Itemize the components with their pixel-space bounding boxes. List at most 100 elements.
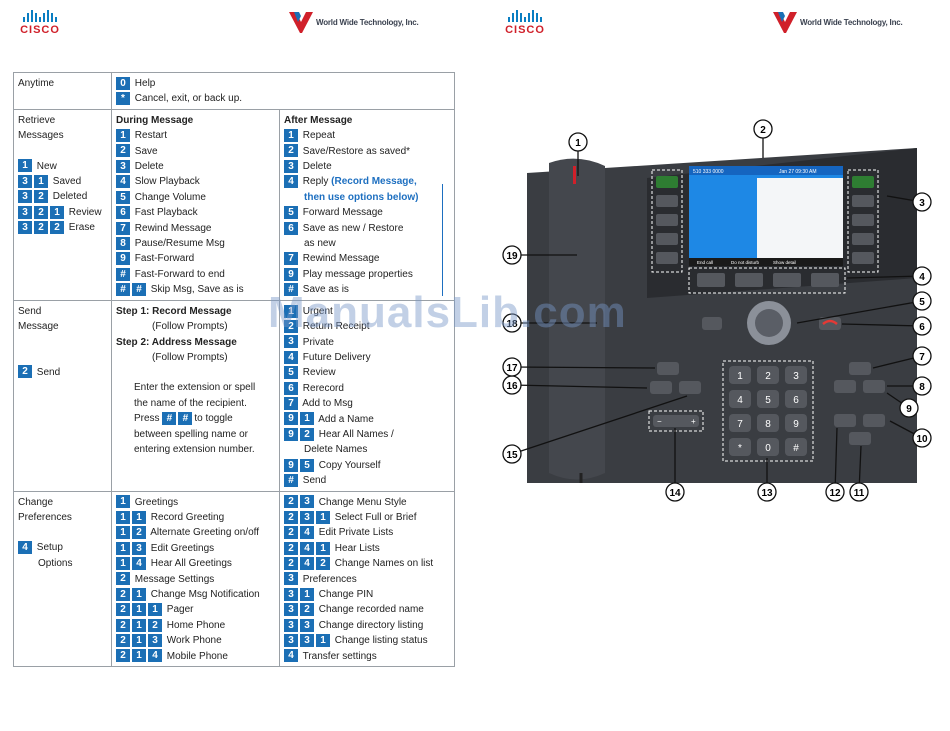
send-after-item: 1 Urgent	[284, 304, 451, 319]
svg-text:4: 4	[919, 272, 925, 283]
step1-title: Step 1: Record Message	[116, 305, 232, 317]
retrieve-option-label: Review	[68, 206, 102, 218]
key-3: 3	[18, 221, 32, 235]
during-item: 8 Pause/Resume Msg	[116, 236, 276, 251]
key-3: 3	[284, 587, 298, 601]
reply-note: (Record Message,	[328, 176, 417, 188]
line-key	[656, 214, 678, 226]
during-label: Fast-Forward to end	[134, 268, 225, 280]
speaker-button	[863, 414, 885, 427]
key-3: 3	[284, 572, 298, 586]
key-7: 7	[284, 252, 298, 266]
retrieve-option-item: 1 New	[18, 159, 108, 174]
line-keys-right	[847, 169, 879, 273]
prefs-label-cell: Change Preferences 4 Setup Options	[13, 490, 112, 668]
back-button	[702, 317, 722, 330]
during-label: Fast Playback	[134, 207, 198, 219]
send-after-label: Private	[302, 336, 334, 348]
key-1: 1	[132, 618, 146, 632]
during-item: 1 Restart	[116, 128, 276, 143]
keypad-key: #	[785, 438, 807, 456]
key-7: 7	[284, 396, 298, 410]
key-2: 2	[284, 319, 298, 333]
prefs-left-item: 2 Message Settings	[116, 572, 276, 587]
cisco-8800-phone-illustration: 510 333 0000 Jan 27 09:30 AM End call Do…	[502, 119, 932, 502]
send-option: 2 Send	[18, 365, 108, 380]
wwt-name-right: World Wide Technology, Inc.	[800, 17, 903, 27]
callout-5	[912, 291, 932, 311]
retrieve-option-label: Erase	[68, 222, 95, 234]
key-3: 3	[18, 190, 32, 204]
key-4: 4	[300, 557, 314, 571]
key-1: 1	[316, 541, 330, 555]
prefs-right-item: 4 Transfer settings	[284, 649, 451, 664]
instr-line-3: Press ##to toggle	[134, 411, 276, 426]
after-label: Save as new / Restore	[302, 222, 404, 234]
key-1: 1	[132, 603, 146, 617]
keypad-key: 6	[785, 390, 807, 408]
transfer-button	[834, 380, 856, 393]
key-2: 2	[284, 144, 298, 158]
cisco-logo: CISCO	[14, 10, 66, 38]
volume-button	[653, 415, 699, 427]
during-label: Save	[134, 145, 158, 157]
instr-line-2: the name of the recipient.	[134, 397, 247, 409]
prefs-option-label: Setup	[36, 542, 63, 554]
key-2: 2	[148, 618, 162, 632]
key-6: 6	[116, 206, 130, 220]
line-keys-left	[651, 169, 683, 273]
svg-text:6: 6	[919, 322, 925, 333]
prefs-right-item: 3 Preferences	[284, 572, 451, 587]
line-key	[656, 252, 678, 264]
instr-line-1: Enter the extension or spell	[134, 382, 256, 394]
after-item: 6 Save as new / Restore	[284, 221, 451, 236]
prefs-row: Change Preferences 4 Setup Options 1 Gre…	[13, 490, 455, 668]
key-2: 2	[34, 221, 48, 235]
headset-button	[834, 414, 856, 427]
anytime-label: Anytime	[13, 72, 112, 110]
prefs-left-item: 1 Greetings	[116, 495, 276, 510]
after-item: 3 Delete	[284, 159, 451, 174]
callout-7	[912, 346, 932, 366]
callout-17	[502, 357, 522, 377]
key-3: 3	[284, 634, 298, 648]
send-after-label: Hear All Names /	[318, 428, 394, 440]
key-3: 3	[300, 495, 314, 509]
prefs-left-label: Hear All Greetings	[150, 558, 232, 570]
key-5: 5	[284, 366, 298, 380]
key-3: 3	[132, 541, 146, 555]
mwi-light	[573, 166, 576, 184]
key-9: 9	[284, 458, 298, 472]
key-3: 3	[284, 159, 298, 173]
key-2: 2	[116, 144, 130, 158]
key-1: 1	[116, 495, 130, 509]
mute-button	[849, 432, 871, 445]
instr-line-4: between spelling name or	[134, 428, 248, 440]
after-item: 2 Save/Restore as saved*	[284, 144, 451, 159]
key-2: 2	[116, 587, 130, 601]
applications-button	[650, 381, 672, 394]
keypad-key: 2	[757, 366, 779, 384]
key-2: 2	[116, 572, 130, 586]
screen-number: 510 333 0000	[693, 169, 724, 175]
key-2: 2	[116, 603, 130, 617]
line-key	[852, 176, 874, 188]
prefs-left-label: Home Phone	[166, 619, 226, 631]
instr-toggle: to toggle	[194, 413, 233, 425]
key-hash: #	[284, 474, 298, 488]
svg-text:16: 16	[506, 381, 518, 392]
prefs-left-label: Pager	[166, 604, 194, 616]
line-key	[852, 214, 874, 226]
key-9: 9	[284, 412, 298, 426]
after-label: Forward Message	[302, 207, 383, 219]
reply-note-2: then use options below)	[304, 191, 419, 203]
key-1: 1	[116, 129, 130, 143]
line-key	[852, 195, 874, 207]
